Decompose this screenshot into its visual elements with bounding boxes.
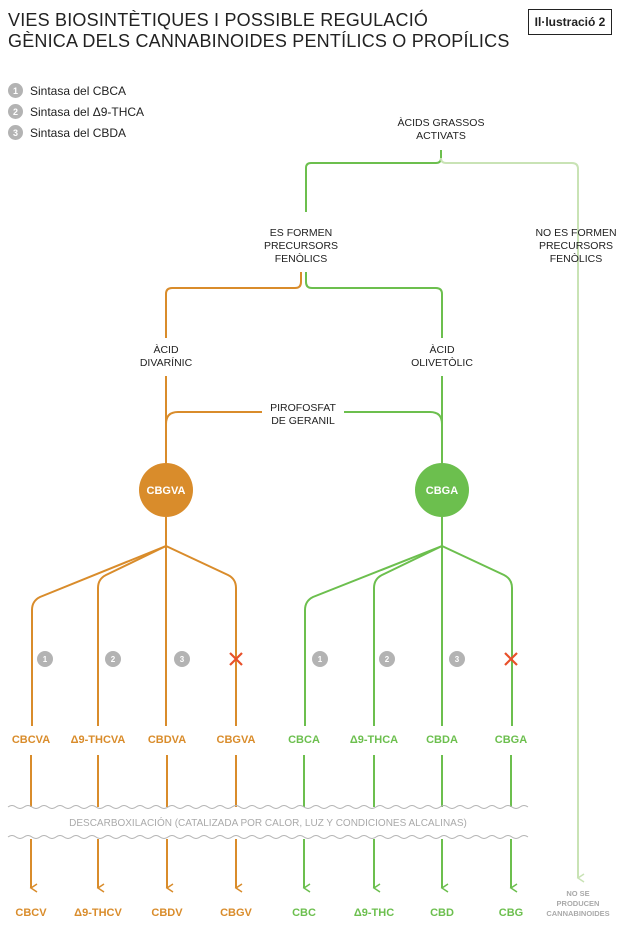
acid-products: CBCVA Δ9-THCVA CBDVA CBGVA CBCA Δ9-THCA … xyxy=(12,734,527,746)
phenolic-no-label: NO ES FORMEN PRECURSORS FENÒLICS xyxy=(535,227,616,265)
legend-label: Sintasa del CBCA xyxy=(30,83,127,98)
svg-text:ES FORMEN: ES FORMEN xyxy=(270,227,332,239)
enzyme-marker-3: 3 xyxy=(449,651,465,667)
svg-text:ÀCIDS GRASSOS: ÀCIDS GRASSOS xyxy=(398,116,485,129)
svg-text:ÀCID: ÀCID xyxy=(429,343,455,356)
page-title: VIES BIOSINTÈTIQUES I POSSIBLE REGULACIÓ… xyxy=(8,10,510,52)
number-badge-icon: 1 xyxy=(8,83,23,98)
svg-text:2: 2 xyxy=(111,655,116,664)
svg-text:2: 2 xyxy=(385,655,390,664)
svg-text:PRECURSORS: PRECURSORS xyxy=(539,240,613,252)
acid-product: CBDA xyxy=(426,734,458,746)
divarinic-label: ÀCID DIVARÍNIC xyxy=(140,343,193,369)
neutral-products: CBCV Δ9-THCV CBDV CBGV CBC Δ9-THC CBD CB… xyxy=(15,907,523,919)
svg-text:NO ES FORMEN: NO ES FORMEN xyxy=(535,227,616,239)
svg-text:ACTIVATS: ACTIVATS xyxy=(416,130,466,142)
neutral-product: Δ9-THCV xyxy=(74,907,122,919)
to-divarinic-line xyxy=(165,272,302,338)
to-olivetolic-line xyxy=(305,272,443,338)
enzyme-marker-2: 2 xyxy=(105,651,121,667)
neutral-product: CBDV xyxy=(151,907,183,919)
svg-text:PRECURSORS: PRECURSORS xyxy=(264,240,338,252)
pentyl-branches xyxy=(304,517,513,726)
svg-text:1: 1 xyxy=(318,655,323,664)
cbga-node: CBGA xyxy=(415,463,469,517)
neutral-product: Δ9-THC xyxy=(354,907,394,919)
legend-label: Sintasa del CBDA xyxy=(30,125,127,140)
svg-text:PIROFOSFAT: PIROFOSFAT xyxy=(270,402,336,414)
legend: 1 Sintasa del CBCA 2 Sintasa del Δ9-THCA… xyxy=(8,80,144,143)
title-line-2: GÈNICA DELS CANNABINOIDES PENTÍLICS O PR… xyxy=(8,31,510,51)
svg-text:CBGA: CBGA xyxy=(426,485,458,497)
svg-text:PRODUCEN: PRODUCEN xyxy=(557,899,600,908)
olivetolic-label: ÀCID OLIVETÒLIC xyxy=(411,343,473,369)
geranyl-join-right xyxy=(344,411,443,425)
legend-label: Sintasa del Δ9-THCA xyxy=(30,104,145,119)
acid-product: CBCVA xyxy=(12,734,50,746)
svg-text:ÀCID: ÀCID xyxy=(153,343,179,356)
svg-text:OLIVETÒLIC: OLIVETÒLIC xyxy=(411,356,473,369)
acid-product: CBCA xyxy=(288,734,320,746)
svg-text:1: 1 xyxy=(43,655,48,664)
propyl-branches xyxy=(31,517,237,726)
geranyl-join-left xyxy=(165,411,262,425)
number-badge-icon: 3 xyxy=(8,125,23,140)
svg-text:NO SE: NO SE xyxy=(566,889,589,898)
acid-product: CBGA xyxy=(495,734,527,746)
acid-product: CBGVA xyxy=(217,734,256,746)
no-cannabinoids-label: NO SE PRODUCEN CANNABINOIDES xyxy=(546,889,609,918)
neutral-product: CBC xyxy=(292,907,316,919)
enzyme-marker-1: 1 xyxy=(37,651,53,667)
acid-product: CBDVA xyxy=(148,734,186,746)
enzyme-marker-2: 2 xyxy=(379,651,395,667)
svg-text:FENÒLICS: FENÒLICS xyxy=(550,252,603,265)
svg-text:CBGVA: CBGVA xyxy=(147,485,186,497)
illustration-badge: Il·lustració 2 xyxy=(528,9,612,35)
title-line-1: VIES BIOSINTÈTIQUES I POSSIBLE REGULACIÓ xyxy=(8,10,429,30)
legend-item-2: 2 Sintasa del Δ9-THCA xyxy=(8,101,144,122)
svg-text:FENÒLICS: FENÒLICS xyxy=(275,252,328,265)
acid-product: Δ9-THCA xyxy=(350,734,398,746)
legend-item-3: 3 Sintasa del CBDA xyxy=(8,122,144,143)
fatty-acid-branches xyxy=(305,150,585,883)
svg-text:DE GERANIL: DE GERANIL xyxy=(271,415,335,427)
cross-icon xyxy=(229,652,243,666)
neutral-product: CBCV xyxy=(15,907,47,919)
svg-text:CANNABINOIDES: CANNABINOIDES xyxy=(546,909,609,918)
fatty-acids-label: ÀCIDS GRASSOS ACTIVATS xyxy=(398,116,485,142)
number-badge-icon: 2 xyxy=(8,104,23,119)
svg-text:3: 3 xyxy=(455,655,460,664)
svg-text:DIVARÍNIC: DIVARÍNIC xyxy=(140,356,193,369)
decarboxylation-label: DESCARBOXILACIÓN (CATALIZADA POR CALOR, … xyxy=(69,816,467,829)
geranyl-label: PIROFOSFAT DE GERANIL xyxy=(270,402,336,427)
acid-product: Δ9-THCVA xyxy=(71,734,126,746)
enzyme-marker-1: 1 xyxy=(312,651,328,667)
svg-text:3: 3 xyxy=(180,655,185,664)
phenolic-yes-label: ES FORMEN PRECURSORS FENÒLICS xyxy=(264,227,338,265)
neutral-product: CBD xyxy=(430,907,454,919)
legend-item-1: 1 Sintasa del CBCA xyxy=(8,80,144,101)
neutral-product: CBGV xyxy=(220,907,252,919)
enzyme-marker-3: 3 xyxy=(174,651,190,667)
cbgva-node: CBGVA xyxy=(139,463,193,517)
cross-icon xyxy=(504,652,518,666)
neutral-product: CBG xyxy=(499,907,523,919)
decarboxylation-band: DESCARBOXILACIÓN (CATALIZADA POR CALOR, … xyxy=(7,805,529,839)
